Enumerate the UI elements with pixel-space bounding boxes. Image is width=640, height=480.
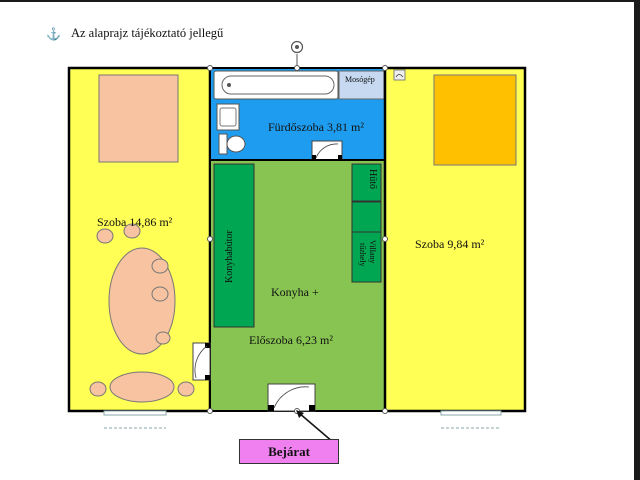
- stove-label-line1: Villany: [368, 240, 377, 264]
- chair: [151, 258, 169, 274]
- chair: [151, 286, 169, 302]
- chair: [177, 381, 195, 397]
- fridge: [351, 163, 382, 202]
- window-left: [103, 410, 167, 416]
- fridge-label: Hűtő: [367, 169, 378, 189]
- stove: [351, 231, 382, 283]
- toilet: [218, 133, 228, 155]
- rotate-handle-icon[interactable]: [290, 40, 304, 67]
- window-right-border: [634, 0, 640, 480]
- caption-row: ⚓ Az alaprajz tájékoztató jellegű: [46, 26, 223, 41]
- bathroom-label: Fürdőszoba 3,81 m²: [268, 120, 364, 134]
- dining-table-oval: [108, 247, 176, 355]
- left-room-label: Szoba 14,86 m²: [97, 215, 173, 229]
- entrance-arrow: [298, 412, 334, 443]
- cabinet-segment: [351, 201, 382, 233]
- stove-label-line2: tűzhely: [358, 243, 367, 267]
- chair: [155, 331, 171, 345]
- entrance-label: Bejárat: [239, 439, 339, 464]
- kitchen-cabinet-label: Konyhabútor: [224, 230, 235, 283]
- chair: [89, 381, 107, 397]
- right-bed: [433, 74, 517, 166]
- selection-handles[interactable]: [207, 65, 388, 414]
- washing-machine-label: Mosógép: [345, 75, 375, 84]
- window-right: [440, 410, 502, 416]
- left-room-door[interactable]: [192, 342, 211, 381]
- window-top-border: [0, 0, 640, 2]
- round-table: [109, 371, 175, 403]
- kitchen-label: Konyha +: [271, 285, 319, 299]
- chair: [96, 228, 114, 244]
- bathroom-door[interactable]: [311, 140, 343, 161]
- hallway-label: Előszoba 6,23 m²: [249, 333, 333, 347]
- chair: [123, 223, 141, 239]
- entrance-door[interactable]: [267, 383, 316, 412]
- layout-options-icon[interactable]: [393, 69, 406, 81]
- kitchen-cabinet: [213, 163, 255, 328]
- right-room-label: Szoba 9,84 m²: [415, 237, 485, 251]
- floorplan-caption: Az alaprajz tájékoztató jellegű: [70, 26, 224, 40]
- left-bed: [98, 74, 179, 163]
- anchor-icon[interactable]: ⚓: [46, 26, 61, 41]
